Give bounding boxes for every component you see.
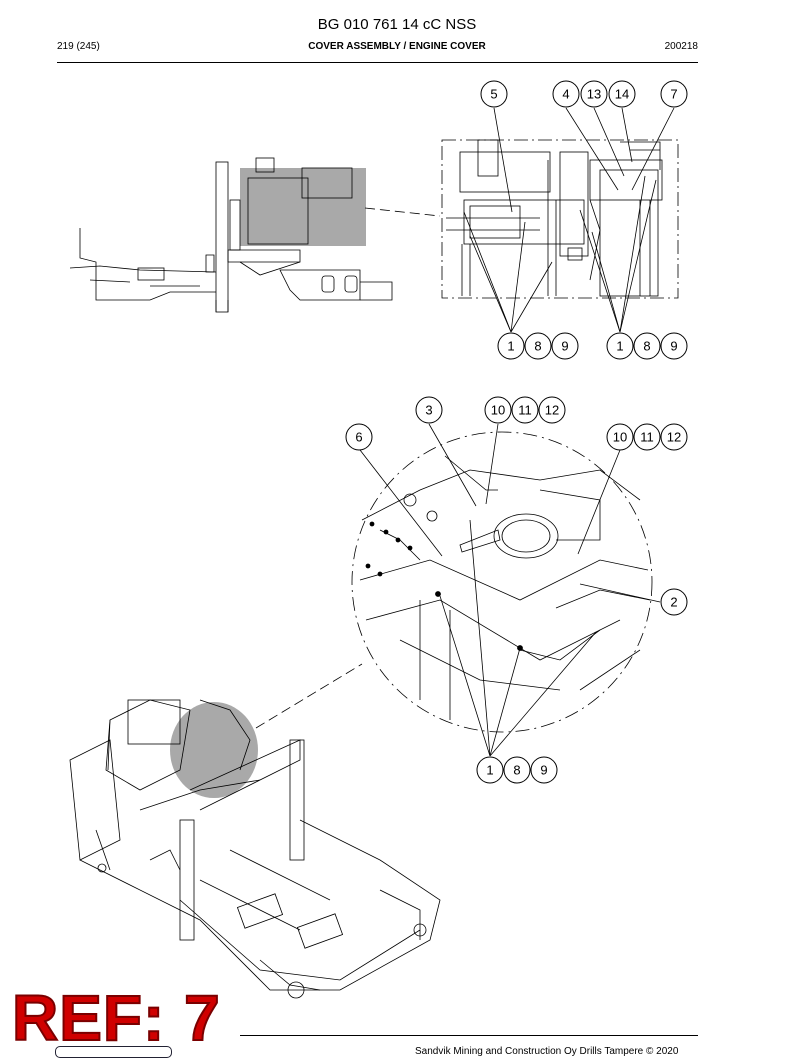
callout-14: 14 xyxy=(608,80,636,108)
svg-text:13: 13 xyxy=(587,87,601,102)
header-rule xyxy=(57,62,698,63)
svg-text:9: 9 xyxy=(540,763,547,778)
svg-text:8: 8 xyxy=(534,339,541,354)
svg-text:5: 5 xyxy=(490,87,497,102)
ref-stamp: REF: 7 xyxy=(11,982,221,1054)
highlighted-circle-area xyxy=(170,702,258,798)
callout-9-top-right: 9 xyxy=(660,332,688,360)
section-title: COVER ASSEMBLY / ENGINE COVER xyxy=(308,41,486,52)
detail-leader-bottom xyxy=(255,663,363,729)
callout-4: 4 xyxy=(552,80,580,108)
top-detail-view xyxy=(441,139,679,299)
document-title: BG 010 761 14 cC NSS xyxy=(317,16,477,33)
callout-12-right: 12 xyxy=(660,423,688,451)
highlighted-cover-area xyxy=(240,168,366,246)
svg-text:12: 12 xyxy=(545,403,559,418)
footer-rule xyxy=(240,1035,698,1036)
callout-11-upper: 11 xyxy=(511,396,539,424)
svg-text:10: 10 xyxy=(613,430,627,445)
callout-10-upper: 10 xyxy=(484,396,512,424)
callout-8-top-right: 8 xyxy=(633,332,661,360)
callout-9-bottom: 9 xyxy=(530,756,558,784)
svg-text:10: 10 xyxy=(491,403,505,418)
svg-text:12: 12 xyxy=(667,430,681,445)
callout-3: 3 xyxy=(415,396,443,424)
isometric-machine xyxy=(69,699,441,999)
svg-text:6: 6 xyxy=(355,430,362,445)
callout-11-right: 11 xyxy=(633,423,661,451)
callout-8-top-left: 8 xyxy=(524,332,552,360)
side-view-machine xyxy=(69,157,393,313)
svg-text:1: 1 xyxy=(507,339,514,354)
callout-1-bottom: 1 xyxy=(476,756,504,784)
top-leader-lines xyxy=(463,107,675,333)
svg-text:9: 9 xyxy=(670,339,677,354)
callout-10-right: 10 xyxy=(606,423,634,451)
svg-text:4: 4 xyxy=(562,87,569,102)
svg-text:8: 8 xyxy=(513,763,520,778)
svg-text:1: 1 xyxy=(616,339,623,354)
svg-text:11: 11 xyxy=(640,430,654,445)
svg-text:7: 7 xyxy=(670,87,677,102)
svg-text:1: 1 xyxy=(486,763,493,778)
callout-9-top-left: 9 xyxy=(551,332,579,360)
bottom-leader-lines xyxy=(359,423,661,757)
callout-7: 7 xyxy=(660,80,688,108)
detail-leader-top xyxy=(364,207,441,217)
callout-12-upper: 12 xyxy=(538,396,566,424)
svg-text:9: 9 xyxy=(561,339,568,354)
callout-8-bottom: 8 xyxy=(503,756,531,784)
date-code: 200218 xyxy=(664,41,698,52)
svg-text:11: 11 xyxy=(518,403,532,418)
callout-1-top-right: 1 xyxy=(606,332,634,360)
callout-2: 2 xyxy=(660,588,688,616)
callout-13: 13 xyxy=(580,80,608,108)
callout-6: 6 xyxy=(345,423,373,451)
callout-1-top-left: 1 xyxy=(497,332,525,360)
svg-text:8: 8 xyxy=(643,339,650,354)
callout-5: 5 xyxy=(480,80,508,108)
svg-text:2: 2 xyxy=(670,595,677,610)
page-reference: 219 (245) xyxy=(57,41,100,52)
svg-text:14: 14 xyxy=(615,87,629,102)
circular-detail-view xyxy=(351,431,653,733)
svg-text:3: 3 xyxy=(425,403,432,418)
copyright-footer: Sandvik Mining and Construction Oy Drill… xyxy=(415,1046,679,1057)
